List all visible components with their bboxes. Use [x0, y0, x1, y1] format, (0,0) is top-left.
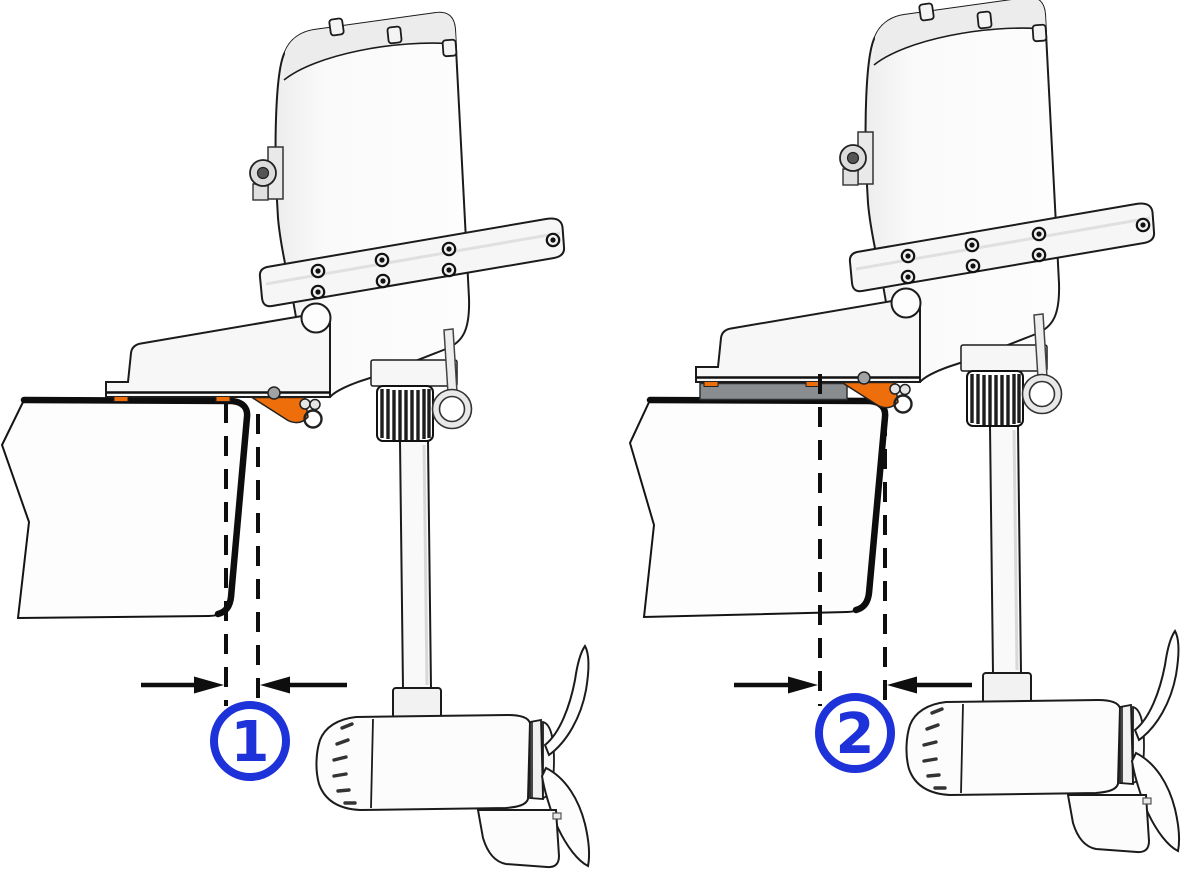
- figure-2: 2: [628, 0, 1179, 852]
- callout-label-2: 2: [836, 702, 875, 767]
- callout-marker-2: 2: [815, 693, 895, 773]
- spacer-block: [699, 382, 848, 401]
- transom-figure-1: [0, 398, 249, 620]
- callout-circle-1: [210, 701, 290, 781]
- dimension-arrows-2: [734, 676, 972, 694]
- callout-marker-1: 1: [210, 701, 290, 781]
- callout-circle-2: [815, 693, 895, 773]
- dimension-arrows-1: [141, 676, 347, 694]
- figure-1: 1: [0, 13, 589, 867]
- callout-label-1: 1: [231, 710, 270, 775]
- transom-figure-2: [628, 398, 887, 619]
